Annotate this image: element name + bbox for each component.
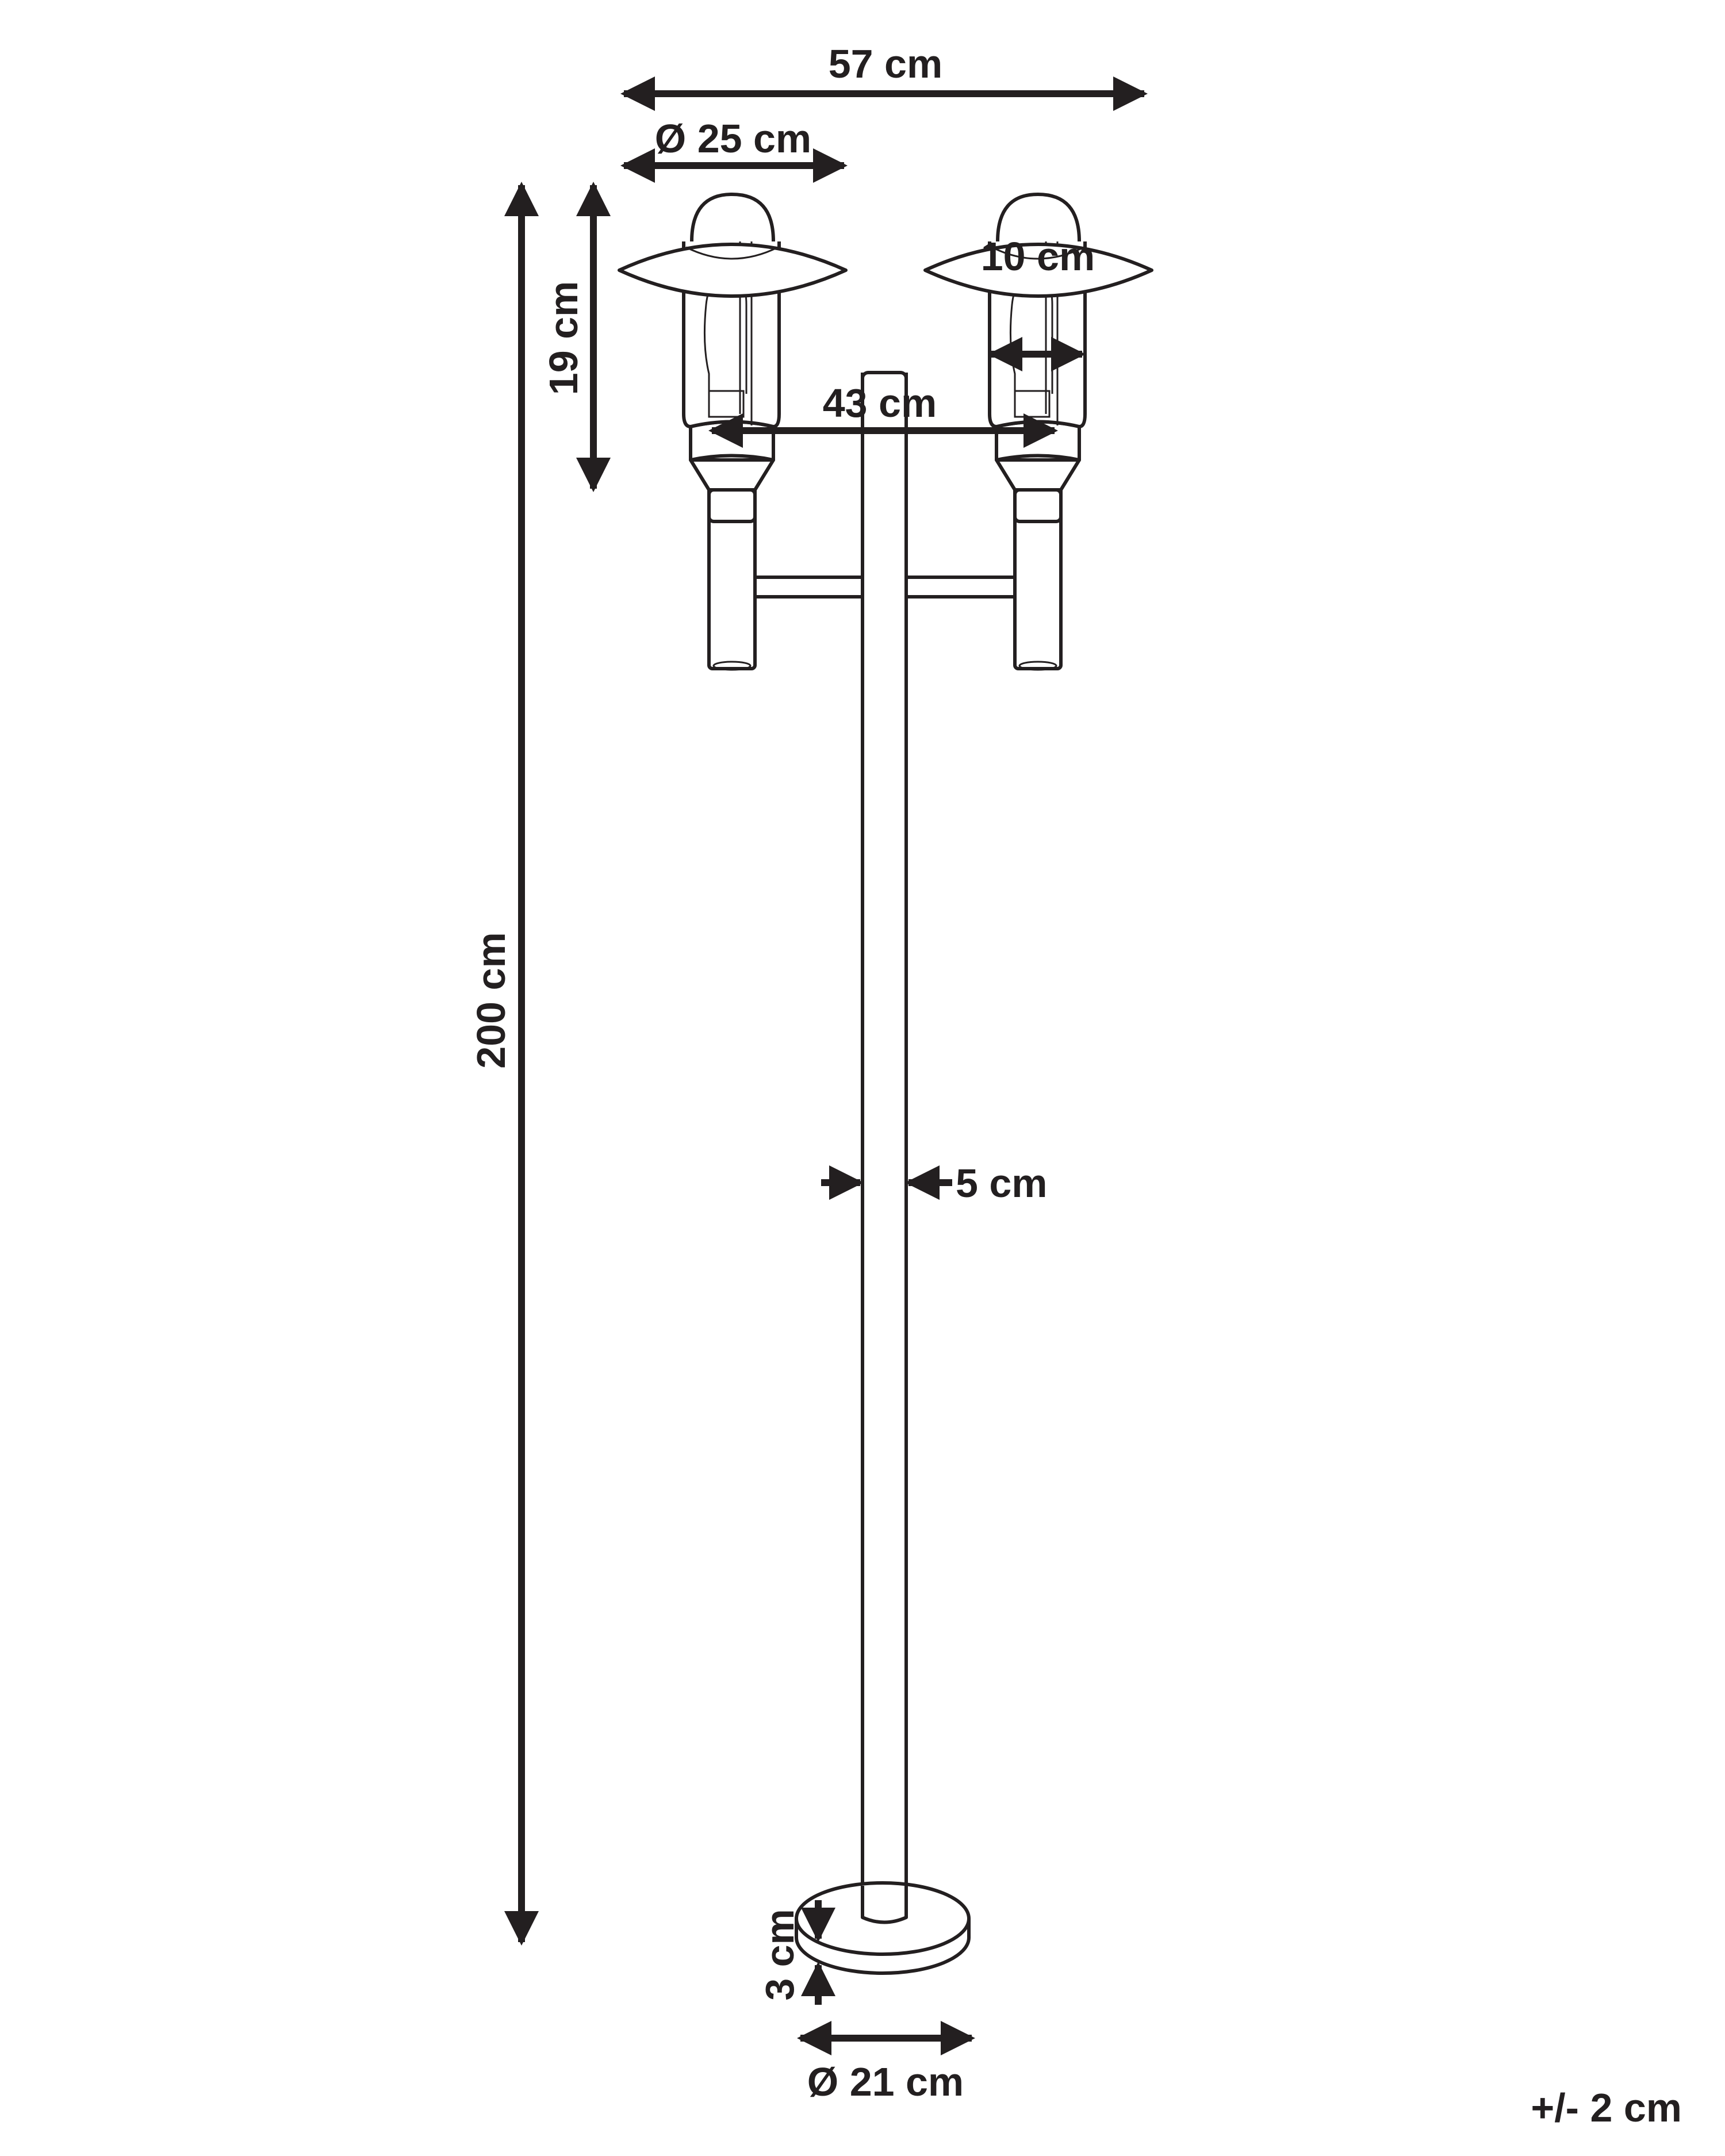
base-diameter-label: Ø 21 cm [807,2059,964,2104]
base [795,1881,971,1975]
pole [861,371,908,1929]
arm-span-label: 43 cm [823,381,937,425]
shade-diameter-label: Ø 25 cm [655,116,811,161]
total-height-label: 200 cm [469,932,513,1068]
glass-width-label: 10 cm [981,234,1095,279]
pole-diameter-label: 5 cm [956,1161,1048,1206]
tolerance-label: +/- 2 cm [1531,2085,1682,2130]
base-height-label: 3 cm [757,1909,802,2001]
total-width-label: 57 cm [829,41,942,86]
head-height-label: 19 cm [541,281,586,395]
